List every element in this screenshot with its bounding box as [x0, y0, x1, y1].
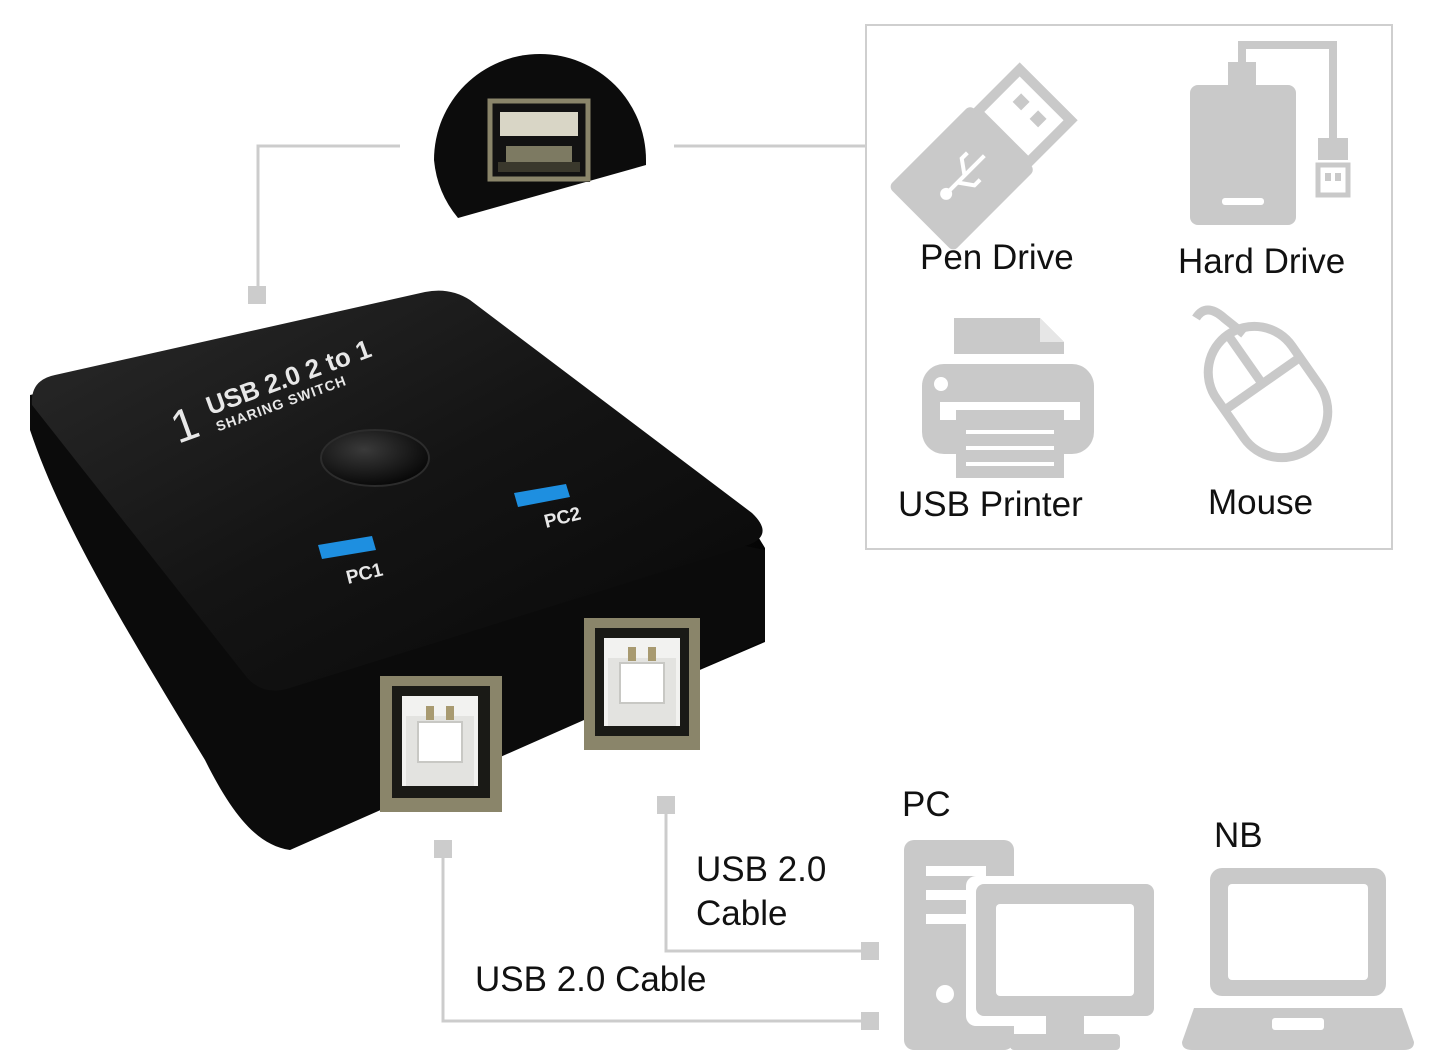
pen-drive-label: Pen Drive [920, 238, 1074, 277]
led-pc1 [318, 536, 376, 559]
hard-drive-icon [1190, 41, 1351, 225]
nb-label: NB [1214, 816, 1263, 855]
hard-drive-label: Hard Drive [1178, 242, 1346, 281]
usb-a-port-closeup [434, 54, 646, 218]
cable2-label: USB 2.0 Cable [475, 960, 707, 999]
cable1-label-line2: Cable [696, 894, 788, 933]
pc-monitor-icon [966, 876, 1162, 1050]
mouse-label: Mouse [1208, 483, 1314, 522]
cable1-label-line1: USB 2.0 [696, 850, 827, 889]
usb-printer-label: USB Printer [898, 485, 1083, 524]
pc-label: PC [902, 785, 951, 824]
mouse-icon [1192, 305, 1333, 463]
sharing-switch-device [30, 290, 765, 850]
nb-laptop-icon [1182, 868, 1414, 1050]
line-port-to-device [256, 144, 400, 292]
pen-drive-icon [890, 62, 1078, 250]
line-cable-upper [664, 806, 868, 953]
usb-b-port-2 [584, 618, 700, 750]
connector-endpoints [248, 286, 879, 1030]
line-cable-lower [441, 850, 868, 1023]
connector-lines [256, 144, 868, 1023]
usb-b-port-1 [380, 676, 502, 812]
led-pc2 [514, 484, 570, 507]
peripherals-panel [865, 24, 1393, 550]
usb-printer-icon [922, 318, 1094, 478]
